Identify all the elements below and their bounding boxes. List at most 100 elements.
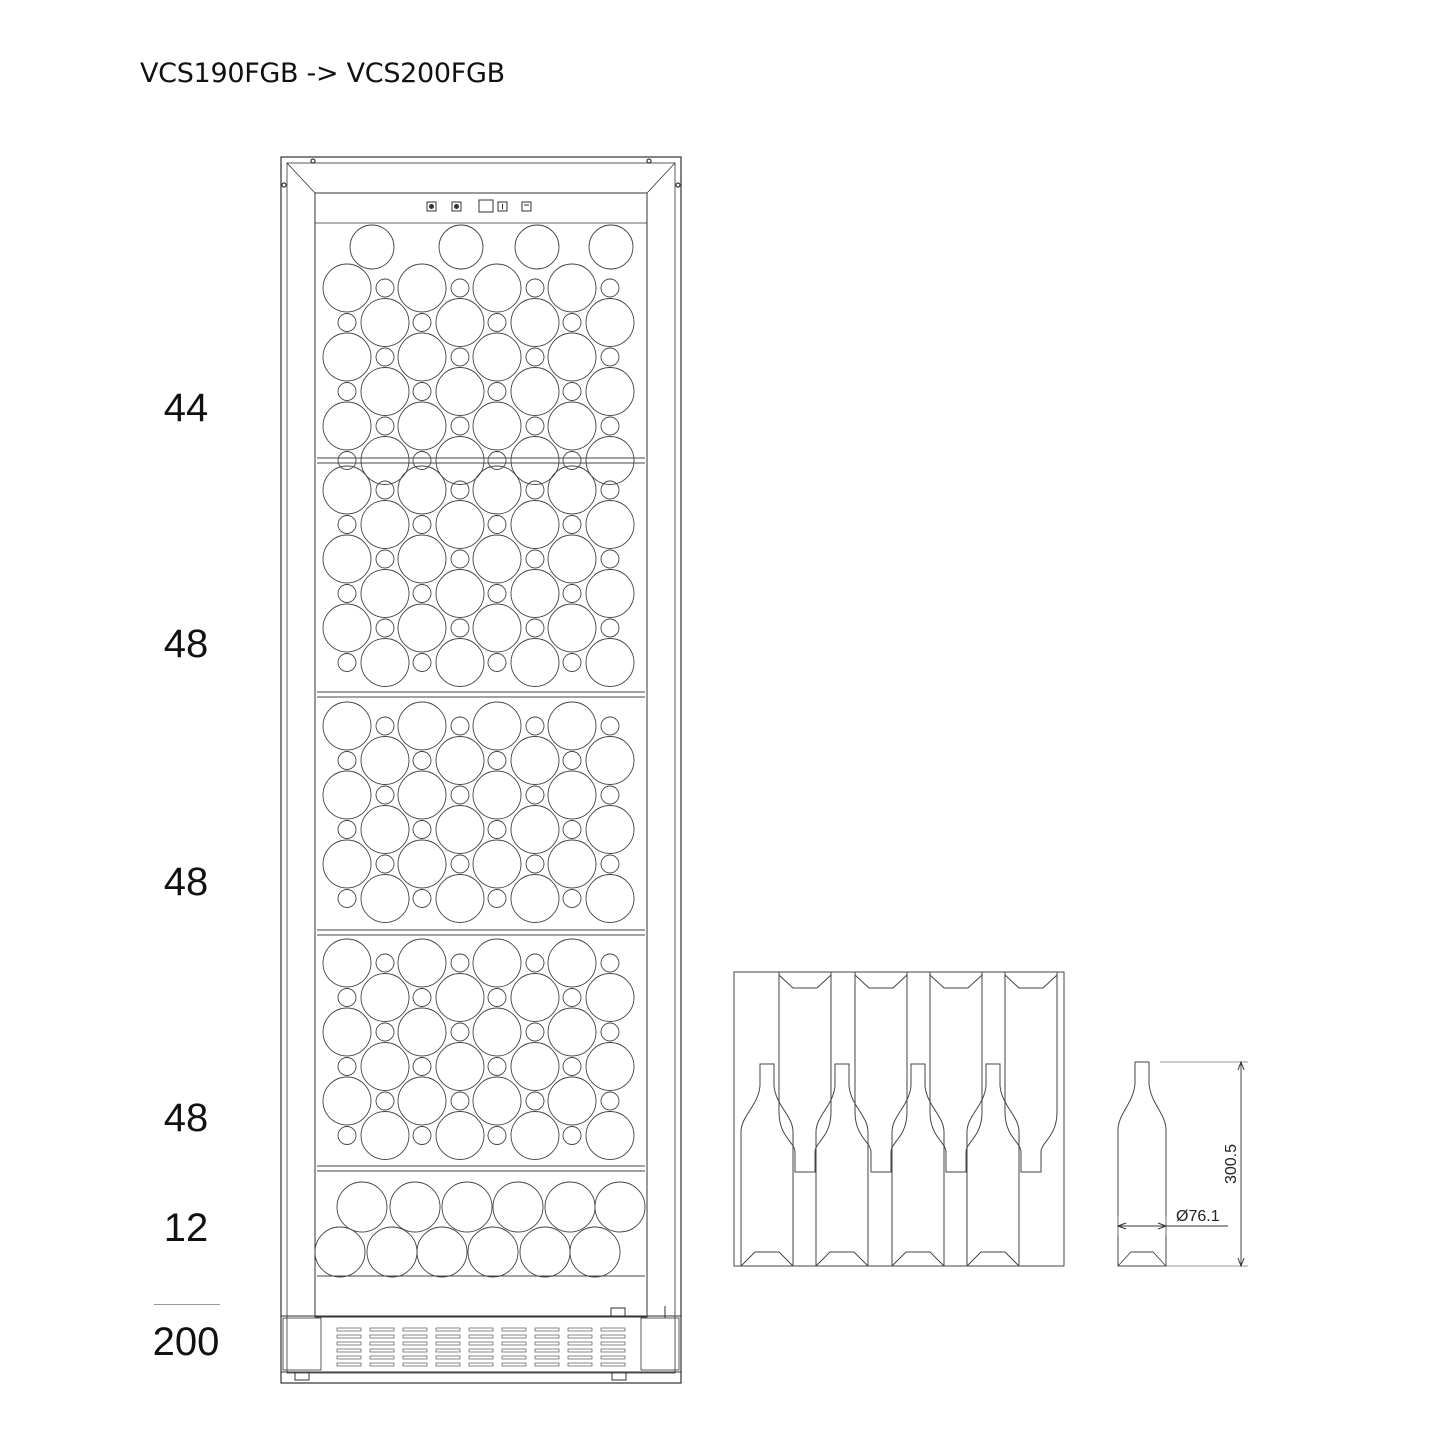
- bottle-end: [435, 569, 485, 618]
- bottle-neck-end: [450, 1091, 470, 1111]
- grille-slot: [369, 1334, 395, 1339]
- bottle-end: [510, 1042, 560, 1091]
- cabinet-inner-outline: [286, 162, 676, 1374]
- grille-slot: [468, 1348, 494, 1353]
- grille-slot: [501, 1341, 527, 1346]
- bottle-neck-end: [525, 480, 545, 500]
- ventilation-grille: [336, 1327, 626, 1367]
- upright-bottle: [815, 1063, 869, 1267]
- bottle-punt: [740, 1251, 794, 1267]
- frame-corner-bevels: [286, 162, 676, 194]
- bottle-end: [397, 938, 447, 988]
- bottle-end: [397, 770, 447, 820]
- zone-count-4: 48: [163, 1096, 209, 1140]
- bottle-neck-end: [450, 480, 470, 500]
- grille-slot: [435, 1327, 461, 1332]
- bottle-neck-end: [600, 716, 620, 736]
- bottle-neck-end: [600, 278, 620, 298]
- bottle-end: [585, 638, 635, 687]
- bottle-end: [322, 332, 372, 382]
- bottle-end: [547, 938, 597, 988]
- grille-slot: [600, 1334, 626, 1339]
- bottle-end: [514, 224, 560, 270]
- bottle-end: [438, 224, 484, 270]
- grille-slot: [534, 1327, 560, 1332]
- bottle-end: [435, 736, 485, 785]
- grille-slot: [534, 1341, 560, 1346]
- zone-count-3: 48: [163, 860, 209, 904]
- bottle-end: [322, 839, 372, 889]
- bottle-neck-end: [562, 451, 582, 470]
- cabinet-outline: [280, 156, 682, 1384]
- bottle-neck-end: [412, 889, 432, 908]
- bottle-neck-end: [562, 1057, 582, 1076]
- model-title: VCS190FGB -> VCS200FGB: [140, 58, 505, 89]
- power-button-icon: [426, 201, 437, 212]
- bottle-end: [397, 534, 447, 584]
- bottle-end: [585, 736, 635, 785]
- bottle-end: [360, 500, 410, 549]
- bottle-end: [360, 436, 410, 485]
- bottle-end: [441, 1181, 493, 1233]
- bottle-end: [322, 263, 372, 313]
- bottle-end: [510, 367, 560, 416]
- bottle-neck-end: [375, 953, 395, 973]
- bottle-neck-end: [337, 820, 357, 839]
- bottle-end: [435, 1111, 485, 1160]
- bottle-punt: [1004, 974, 1058, 989]
- upright-bottle: [740, 1063, 794, 1267]
- grille-slot: [369, 1362, 395, 1367]
- grille-slot: [468, 1355, 494, 1360]
- bottle-neck-end: [337, 313, 357, 332]
- grille-slot: [402, 1334, 428, 1339]
- grille-slot: [468, 1327, 494, 1332]
- bottle-end: [585, 500, 635, 549]
- height-arrows: [1237, 1060, 1245, 1268]
- bottle-punt: [929, 974, 983, 989]
- bottle-end: [547, 401, 597, 451]
- grille-slot: [567, 1334, 593, 1339]
- bottle-end: [472, 701, 522, 751]
- bottle-neck-end: [337, 988, 357, 1007]
- grille-slot: [567, 1355, 593, 1360]
- power-button-dot-icon: [429, 204, 434, 209]
- bottle-end: [585, 298, 635, 347]
- bottle-neck-end: [600, 347, 620, 367]
- bottle-end: [360, 1111, 410, 1160]
- bottle-dimension-drawing: [1116, 1060, 1248, 1268]
- bottle-end: [585, 1111, 635, 1160]
- bottle-end: [322, 603, 372, 653]
- bottle-neck-end: [337, 1126, 357, 1145]
- bottle-neck-end: [450, 1022, 470, 1042]
- bottle-neck-end: [375, 347, 395, 367]
- bottle-end: [544, 1181, 596, 1233]
- grille-slot: [534, 1334, 560, 1339]
- bottle-neck-end: [525, 278, 545, 298]
- bottle-end: [585, 973, 635, 1022]
- grille-slot: [435, 1355, 461, 1360]
- bottle-height-label: 300.5: [1223, 1144, 1240, 1184]
- bottle-end: [360, 874, 410, 923]
- grille-slot: [435, 1334, 461, 1339]
- grille-slot: [600, 1341, 626, 1346]
- bottle-end: [472, 263, 522, 313]
- bottle-end: [397, 603, 447, 653]
- grille-slot: [501, 1327, 527, 1332]
- shelves: [317, 457, 645, 1277]
- bottle-neck-end: [487, 988, 507, 1007]
- bottle-end: [435, 367, 485, 416]
- bottle-neck-end: [375, 1091, 395, 1111]
- bottle-end: [360, 638, 410, 687]
- bottle-neck-end: [562, 820, 582, 839]
- bottle-neck-end: [337, 451, 357, 470]
- bottle-neck-end: [412, 988, 432, 1007]
- grille-slot: [369, 1341, 395, 1346]
- bottle-end: [519, 1226, 571, 1278]
- bottle-end: [472, 770, 522, 820]
- grille-slot: [534, 1355, 560, 1360]
- bottle-end: [322, 465, 372, 515]
- bottle-end: [585, 367, 635, 416]
- bottle-neck-end: [450, 953, 470, 973]
- bottle-neck-end: [487, 1057, 507, 1076]
- bottle-end: [472, 465, 522, 515]
